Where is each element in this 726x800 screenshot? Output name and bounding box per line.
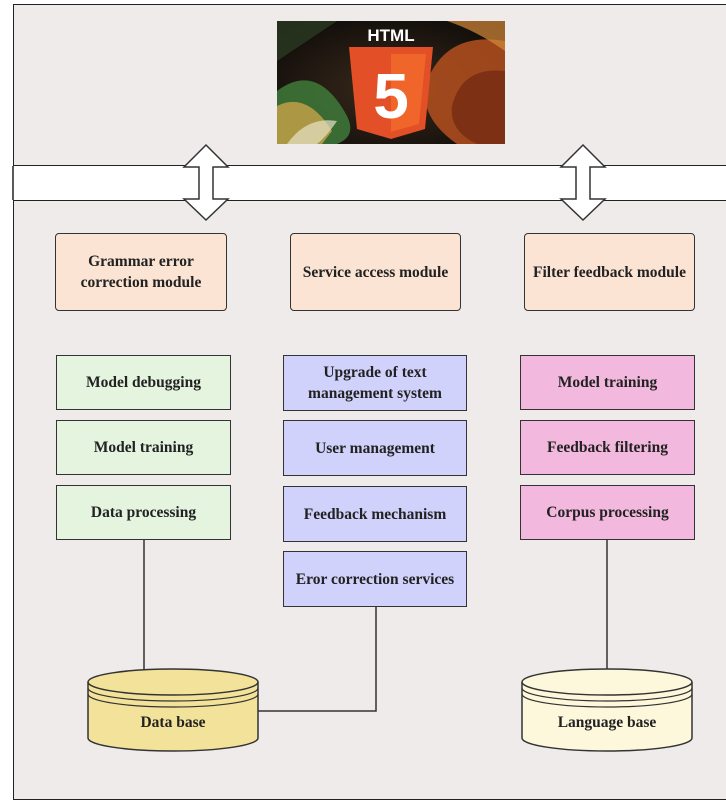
- double-arrow-left: [182, 143, 230, 222]
- diagram-connectors: [12, 143, 726, 752]
- html5-logo: HTML 5: [277, 21, 505, 144]
- logo-number-text: 5: [373, 60, 409, 132]
- feedback-mechanism-box: Feedback mechanism: [283, 486, 467, 542]
- language-base-cylinder: [521, 668, 693, 752]
- database-cylinder: [87, 668, 259, 752]
- connection-band: [13, 166, 726, 200]
- corpus-processing-box: Corpus processing: [520, 485, 695, 540]
- filter-feedback-module: Filter feedback module: [524, 233, 695, 311]
- user-management-box: User management: [283, 420, 467, 476]
- database-label: Data base: [140, 714, 206, 731]
- service-access-module: Service access module: [290, 233, 461, 311]
- data-processing-box: Data processing: [56, 485, 231, 540]
- language-base-label: Language base: [557, 714, 657, 731]
- double-arrow-right: [559, 143, 607, 222]
- grammar-error-correction-module: Grammar error correction module: [55, 233, 227, 311]
- logo-html-text: HTML: [367, 26, 414, 45]
- model-training-box-right: Model training: [520, 355, 695, 410]
- model-training-box: Model training: [56, 420, 231, 475]
- upgrade-text-management-box: Upgrade of text management system: [283, 355, 467, 411]
- feedback-filtering-box: Feedback filtering: [520, 420, 695, 475]
- connector-middle-to-database: [258, 607, 377, 712]
- model-debugging-box: Model debugging: [56, 355, 231, 410]
- error-correction-services-box: Eror correction services: [283, 551, 467, 607]
